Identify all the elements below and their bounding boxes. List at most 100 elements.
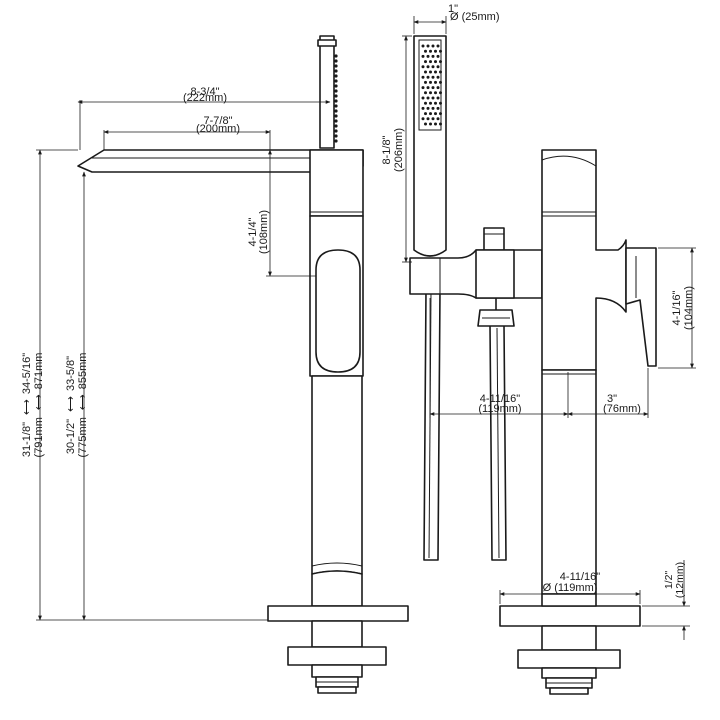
dim-height-a-imperial: 31-1/8" (21, 422, 33, 457)
front-lever[interactable] (625, 247, 657, 367)
front-main-body (541, 149, 627, 371)
dim-spout-height-metric: 855mm (77, 353, 89, 390)
spray-nozzle-dot (436, 106, 440, 110)
spray-nozzle-dot (334, 84, 338, 88)
spray-nozzle-dot (439, 80, 442, 84)
dim-height-a-metric: (791mm (33, 417, 45, 457)
spray-nozzle-dot (436, 117, 440, 121)
dim-lever-height-metric: (104mm) (683, 286, 695, 330)
spray-nozzle-dot (431, 65, 435, 69)
dim-reach-metric: (200mm) (196, 123, 240, 135)
front-mount-nut (517, 649, 621, 669)
side-view (77, 35, 409, 694)
side-handshower (317, 35, 338, 149)
spray-nozzle-dot (431, 96, 435, 100)
spray-nozzle-dot (334, 129, 338, 133)
dim-holder-offset-imperial: 4-11/16" (480, 393, 520, 405)
spray-nozzle-dot (421, 117, 425, 121)
spray-nozzle-dot (334, 109, 338, 113)
dim-spout-handle-imperial: 4-1/4" (247, 217, 259, 246)
spray-nozzle-dot (436, 86, 440, 90)
dim-base-thick-imperial: 1/2" (663, 571, 675, 590)
spray-nozzle-dot (424, 49, 427, 53)
spray-nozzle-dot (436, 54, 440, 58)
spray-nozzle-dot (334, 94, 338, 98)
spray-nozzle-dot (429, 122, 432, 126)
spray-nozzle-dot (334, 79, 338, 83)
dim-handshower-len-metric: (206mm) (393, 128, 405, 172)
spray-nozzle-dot (421, 44, 425, 48)
spray-nozzle-dot (431, 44, 435, 48)
spray-nozzle-dot (434, 122, 437, 126)
spray-nozzle-dot (439, 60, 442, 64)
spray-nozzle-dot (421, 75, 425, 79)
side-mount-nut (287, 646, 387, 666)
spray-nozzle-dot (424, 60, 427, 64)
spray-nozzle-dot (426, 117, 430, 121)
spray-nozzle-dot (426, 106, 430, 110)
spray-nozzle-dot (439, 122, 442, 126)
spray-nozzle-dot (334, 74, 338, 78)
spray-nozzle-dot (434, 101, 437, 105)
side-column (311, 375, 363, 575)
spray-nozzle-dot (439, 91, 442, 95)
spray-nozzle-dot (431, 117, 435, 121)
dim-lever-offset-imperial: 3" (607, 393, 617, 405)
spray-nozzle-dot (421, 54, 425, 58)
spray-nozzle-dot (421, 96, 425, 100)
dim-overall-imperial: 34-5/16" (21, 353, 33, 394)
spray-nozzle-dot (426, 75, 430, 79)
spray-nozzle-dot (436, 44, 440, 48)
spray-nozzle-dot (434, 91, 437, 95)
dim-base-dia-metric: Ø (119mm) (543, 582, 598, 594)
side-dimensions (36, 100, 331, 621)
spray-nozzle-dot (429, 80, 432, 84)
spray-nozzle-dot (434, 112, 437, 116)
spray-nozzle-dot (334, 54, 338, 58)
spray-nozzle-dot (334, 59, 338, 63)
spray-nozzle-dot (436, 96, 440, 100)
spray-nozzle-dot (429, 49, 432, 53)
front-dimensions (402, 16, 696, 640)
spray-nozzle-dot (421, 86, 425, 90)
spray-nozzle-dot (334, 114, 338, 118)
dim-reach-imperial: 7-7/8" (204, 115, 233, 127)
spray-nozzle-dot (334, 69, 338, 73)
spray-nozzle-dot (421, 106, 425, 110)
dim-overall-metric: 871mm (33, 353, 45, 390)
spray-nozzle-dot (434, 80, 437, 84)
spray-nozzle-dot (334, 104, 338, 108)
spray-nozzle-dot (334, 64, 338, 68)
spray-nozzle-dot (429, 60, 432, 64)
spray-nozzle-dot (424, 91, 427, 95)
spray-nozzle-dot (424, 70, 427, 74)
spray-nozzle-dot (431, 54, 435, 58)
front-column (541, 369, 597, 595)
spray-nozzle-dot (426, 86, 430, 90)
spray-nozzle-dot (334, 124, 338, 128)
spray-nozzle-dot (426, 44, 430, 48)
svg-text:30-1/2" ⟷ 33-5/8": 30-1/2" ⟷ 33-5/8" (65, 356, 77, 454)
dim-lever-height-imperial: 4-1/16" (671, 290, 683, 325)
spray-nozzle-dot (429, 70, 432, 74)
diverter-knob[interactable] (483, 227, 505, 253)
spray-nozzle-dot (439, 101, 442, 105)
upper-body (309, 149, 364, 217)
spray-nozzle-dot (426, 65, 430, 69)
dim-handshower-dia-metric: Ø (25mm) (450, 11, 500, 23)
dim-reach-overall-metric: (222mm) (183, 92, 227, 104)
dim-handshower-dia-imperial: 1" (448, 3, 458, 15)
front-view (409, 35, 657, 695)
spray-nozzle-dot (434, 60, 437, 64)
spray-nozzle-dot (431, 75, 435, 79)
spray-nozzle-dot (426, 96, 430, 100)
spray-nozzle-dot (426, 54, 430, 58)
spray-nozzle-dot (424, 80, 427, 84)
dim-holder-offset-metric: (119mm) (478, 403, 521, 415)
spray-nozzle-dot (439, 49, 442, 53)
spray-nozzle-dot (334, 119, 338, 123)
dim-base-thick-metric: (12mm) (674, 562, 686, 598)
spray-nozzle-dot (334, 99, 338, 103)
side-base-plate (267, 605, 409, 622)
